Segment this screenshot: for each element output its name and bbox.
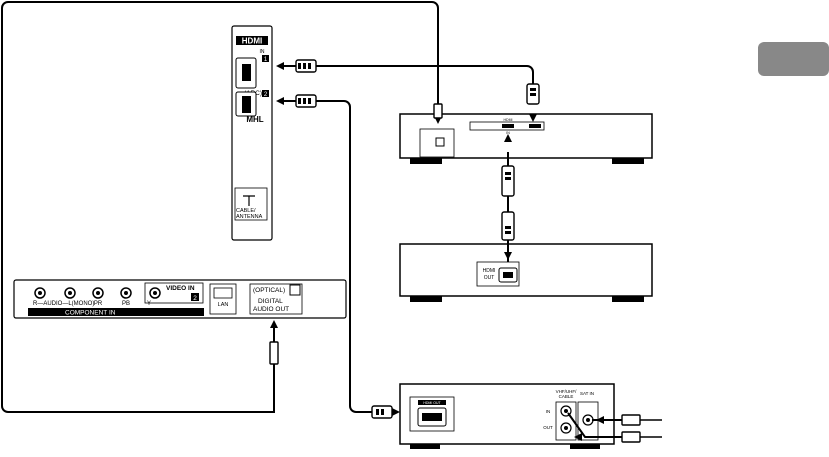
optical-in-port xyxy=(435,137,445,147)
arrow-optical-up xyxy=(270,320,278,328)
sat-in-label: SAT IN xyxy=(580,391,594,396)
hdmi-in-port xyxy=(502,124,514,128)
lan-label: LAN xyxy=(218,302,229,308)
arrow-mhl xyxy=(276,97,284,105)
optical-plug-bottom xyxy=(269,341,279,365)
hdmi-arc-cable xyxy=(316,65,534,90)
component-in-label: COMPONENT IN xyxy=(65,310,116,317)
cables xyxy=(1,1,662,438)
device-middle-hdmi-label-1: HDMI xyxy=(483,268,496,274)
arrow-top-down-right xyxy=(529,114,537,122)
antenna-port xyxy=(234,187,268,221)
port2-number: 2 xyxy=(264,92,268,98)
video-in-number: 2 xyxy=(193,295,197,302)
vhf-label-1: VHF/UHF/ xyxy=(556,389,577,394)
optical-port xyxy=(289,284,301,296)
device-top-hdmi-label: HDMI xyxy=(504,118,513,122)
device-top: HDMI IN xyxy=(399,113,653,164)
video-in-label: VIDEO IN xyxy=(166,285,195,292)
antenna-label-1: CABLE/ xyxy=(236,208,256,214)
device-bottom-hdmi-label: HDMI OUT xyxy=(423,401,441,405)
hdmi-in-label: IN xyxy=(260,49,265,55)
device-top-hdmi-sub: IN xyxy=(506,131,510,135)
optical-cable xyxy=(1,1,439,413)
vhf-label-2: CABLE xyxy=(559,394,574,399)
device-middle: HDMI OUT xyxy=(399,243,653,302)
optical-label: (OPTICAL) xyxy=(253,287,285,294)
device-bottom: HDMI OUT VHF/UHF/ CABLE IN OUT SAT IN xyxy=(399,383,615,449)
arrow-player-down xyxy=(504,252,512,260)
pr-label: PR xyxy=(94,301,103,307)
mhl-label: MHL xyxy=(246,115,263,124)
digital-audio-label-1: DIGITAL xyxy=(258,298,283,305)
hdmi-out-port-top xyxy=(529,124,541,128)
arrow-vhf-in xyxy=(574,433,582,441)
optical-plug-top xyxy=(433,103,443,119)
coax-plug-vhf xyxy=(621,431,641,443)
section-tab xyxy=(758,42,829,76)
out-label: OUT xyxy=(543,425,553,430)
audio-label: R—AUDIO—L(MONO) xyxy=(33,301,94,307)
antenna-label-2: ANTENNA xyxy=(236,214,263,220)
coax-plug-sat xyxy=(621,414,641,426)
arrows xyxy=(270,62,604,441)
tv-rear-panel: VIDEO IN 2 R—AUDIO—L(MONO) PR PB Y COMPO… xyxy=(13,279,347,319)
tv-side-panel: HDMI IN 1 (ARC) 2 MHL CABLE/ ANTENNA xyxy=(231,25,273,241)
device-middle-hdmi-label-2: OUT xyxy=(484,275,495,281)
arrow-arc xyxy=(276,62,284,70)
pb-label: PB xyxy=(122,301,130,307)
hdmi-logo: HDMI xyxy=(242,37,262,46)
in-label: IN xyxy=(546,409,551,414)
digital-audio-label-2: AUDIO OUT xyxy=(253,306,289,313)
arrow-player-up xyxy=(504,134,512,142)
antenna-cable-in xyxy=(567,412,622,438)
hdmi-mhl-cable xyxy=(316,100,372,413)
hdmi-plug-player-top xyxy=(501,165,515,197)
y-label: Y xyxy=(147,301,151,307)
port1-number: 1 xyxy=(264,57,268,63)
arrow-sat-in xyxy=(596,416,604,424)
arrow-bottom-right xyxy=(392,408,400,416)
